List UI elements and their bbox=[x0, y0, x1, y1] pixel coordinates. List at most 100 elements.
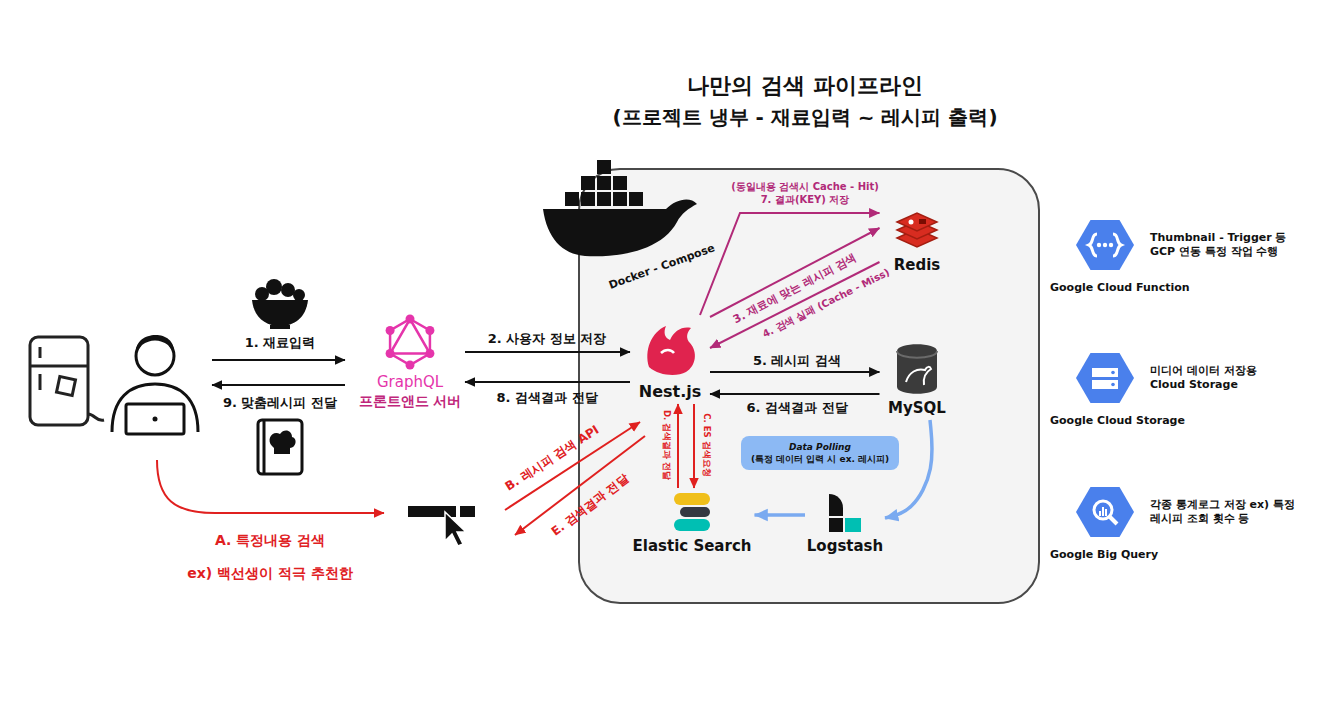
graphql-icon bbox=[381, 314, 439, 370]
bq-icon bbox=[1075, 482, 1135, 542]
elasticsearch-node: Elastic Search bbox=[630, 488, 755, 558]
edge-label-wrap: (동일내용 검색시 Cache - Hit) 7. 결과(KEY) 저장 bbox=[725, 180, 885, 206]
recipe-book-icon bbox=[263, 420, 266, 474]
mysql-icon bbox=[893, 342, 941, 396]
nest-icon bbox=[647, 326, 695, 375]
search-bar-icon bbox=[460, 506, 475, 517]
fridge-icon bbox=[30, 365, 88, 368]
gcs-icon bbox=[1076, 353, 1134, 403]
input-arrow bbox=[212, 360, 345, 385]
docker-whale-icon bbox=[597, 192, 611, 206]
salad-icon bbox=[252, 300, 308, 326]
search-bar-icon bbox=[408, 506, 456, 517]
edge-label: D. 검색결과 전달 bbox=[661, 410, 672, 480]
edge-label-wrap: 5. 레시피 검색 bbox=[753, 352, 841, 369]
es-icon bbox=[674, 493, 710, 505]
logstash-icon bbox=[845, 518, 861, 532]
input-arrow bbox=[212, 359, 345, 361]
node-label: Nest.js bbox=[639, 381, 702, 402]
gcf-icon bbox=[1097, 243, 1101, 247]
bq-icon bbox=[1109, 516, 1117, 524]
docker-whale-icon bbox=[565, 192, 579, 206]
fridge-icon bbox=[39, 374, 42, 390]
node-label: Elastic Search bbox=[633, 536, 752, 556]
docker-whale-icon bbox=[543, 199, 697, 256]
edge-label: C. ES 검색요청 bbox=[701, 413, 712, 476]
subtitle-wrap: (프로젝트 냉부 - 재료입력 ~ 레시피 출력) bbox=[612, 104, 997, 130]
edge-label: 2. 사용자 정보 저장 bbox=[488, 330, 607, 347]
gcf-icon bbox=[1113, 234, 1121, 256]
bq-icon bbox=[1102, 507, 1104, 516]
recipe-book-icon bbox=[258, 420, 302, 474]
connector bbox=[710, 228, 880, 317]
user-icon bbox=[112, 335, 198, 434]
redis-icon bbox=[891, 207, 943, 253]
data-polling-note: Data Polling(특정 데이터 입력 시 ex. 레시피) bbox=[741, 436, 899, 470]
gcs-icon bbox=[1111, 383, 1115, 387]
diagram-title-wrap: 나만의 검색 파이프라인 bbox=[687, 71, 922, 100]
edge-label: 5. 레시피 검색 bbox=[753, 352, 841, 369]
salad-icon bbox=[293, 289, 305, 301]
es-icon bbox=[680, 507, 710, 517]
logstash-icon bbox=[829, 518, 843, 532]
search-label: A. 특정내용 검색 bbox=[215, 531, 325, 549]
gcf-icon bbox=[1103, 243, 1107, 247]
step-label: 1. 재료입력 bbox=[245, 334, 316, 351]
connector bbox=[885, 420, 932, 518]
search-arrow bbox=[157, 460, 384, 513]
user-icon bbox=[136, 335, 174, 353]
salad-icon bbox=[266, 279, 282, 295]
connector bbox=[710, 371, 880, 373]
logstash-icon bbox=[829, 494, 843, 516]
search-bar-icon bbox=[408, 506, 475, 546]
bq-icon bbox=[1105, 509, 1107, 516]
recipe-book-icon bbox=[270, 430, 296, 454]
docker-whale-icon bbox=[597, 176, 611, 190]
edge-label-wrap: 8. 검색결과 전달 bbox=[496, 389, 597, 406]
service-description: Thumbnail - Trigger 등 GCP 연동 특정 작업 수행 bbox=[1150, 231, 1300, 259]
user-icon bbox=[153, 417, 158, 422]
service-name: Google Big Query bbox=[1050, 548, 1158, 562]
salad-icon bbox=[281, 283, 295, 297]
docker-whale-icon bbox=[543, 160, 697, 256]
nest-icon bbox=[661, 350, 674, 353]
edge-label: 6. 검색결과 전달 bbox=[746, 399, 847, 416]
cloud-storage-node: 미디어 데이터 저장용 Cloud StorageGoogle Cloud St… bbox=[1050, 348, 1270, 428]
region-heading: Docker - Compose bbox=[607, 241, 717, 292]
search-example-wrap: ex) 백선생이 적극 추천한 bbox=[187, 564, 353, 582]
bigquery-node: 각종 통계로그 저장 ex) 특정 레시피 조회 횟수 등Google Big … bbox=[1050, 482, 1305, 562]
node-label: MySQL bbox=[888, 398, 946, 418]
graphql-icon bbox=[425, 326, 434, 335]
es-icon bbox=[670, 490, 714, 534]
graphql-server: GraphQL프론트앤드 서버 bbox=[355, 312, 465, 412]
bq-icon bbox=[1099, 511, 1101, 516]
edge-label: (동일내용 검색시 Cache - Hit) 7. 결과(KEY) 저장 bbox=[725, 180, 885, 206]
mysql-icon bbox=[906, 367, 931, 385]
docker-whale-icon bbox=[581, 176, 595, 190]
connector bbox=[755, 513, 806, 517]
user-icon bbox=[112, 384, 198, 432]
gcs-icon bbox=[1111, 371, 1115, 375]
step-label-wrap: 1. 재료입력 bbox=[245, 334, 316, 351]
graphql-icon bbox=[390, 319, 430, 354]
mysql-icon bbox=[897, 351, 937, 358]
gcf-icon bbox=[1089, 234, 1097, 256]
user-icon bbox=[136, 337, 174, 375]
step-label: 9. 맞춤레시피 전달 bbox=[223, 394, 337, 411]
connector bbox=[465, 351, 630, 353]
node-label: GraphQL bbox=[377, 372, 443, 392]
diagram-title: 나만의 검색 파이프라인 bbox=[687, 71, 922, 100]
gcf-icon bbox=[1109, 243, 1113, 247]
connector bbox=[465, 381, 630, 383]
logstash-icon bbox=[823, 490, 867, 534]
fridge-icon bbox=[39, 347, 42, 358]
salad-icon bbox=[270, 325, 290, 329]
note-text: (특정 데이터 입력 시 ex. 레시피) bbox=[751, 453, 889, 465]
connector bbox=[677, 404, 679, 488]
edge-label-wrap: D. 검색결과 전달 bbox=[661, 410, 672, 480]
edge-label-wrap: 2. 사용자 정보 저장 bbox=[488, 330, 607, 347]
fridge-icon bbox=[30, 337, 88, 425]
bq-icon bbox=[1076, 487, 1134, 537]
search-bar-icon bbox=[445, 512, 466, 546]
salad-icon bbox=[255, 287, 269, 301]
